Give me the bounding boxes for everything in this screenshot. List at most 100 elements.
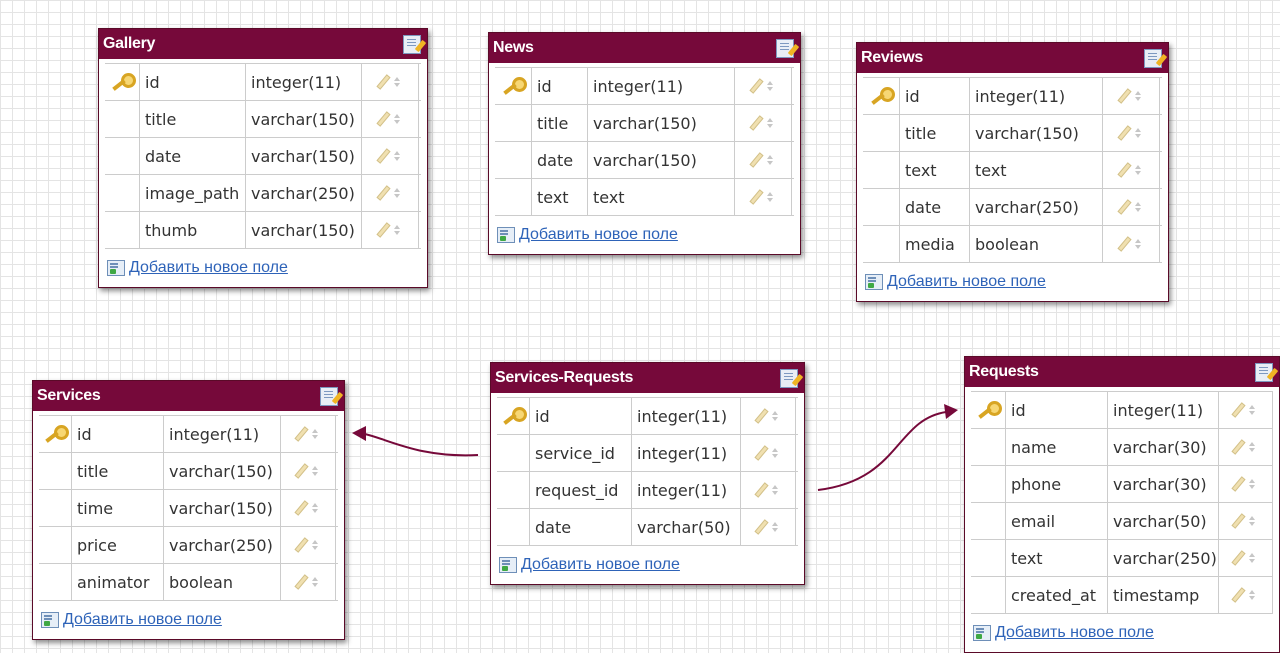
move-field-icon[interactable] [1249, 553, 1255, 563]
edit-field-icon[interactable] [293, 500, 309, 516]
field-row[interactable]: request_id integer(11) [497, 472, 798, 509]
move-field-icon[interactable] [394, 114, 400, 124]
field-row[interactable]: id integer(11) [497, 398, 798, 435]
table-services[interactable]: Services id integer(11) title varchar(15… [32, 380, 345, 640]
edit-field-icon[interactable] [1116, 236, 1132, 252]
move-field-icon[interactable] [1135, 239, 1141, 249]
table-header[interactable]: Services-Requests [491, 363, 804, 393]
field-row[interactable]: price varchar(250) [39, 527, 338, 564]
field-row[interactable]: id integer(11) [863, 78, 1162, 115]
field-row[interactable]: title varchar(150) [495, 105, 794, 142]
edit-table-icon[interactable] [403, 35, 421, 54]
move-field-icon[interactable] [312, 466, 318, 476]
edit-field-icon[interactable] [1116, 199, 1132, 215]
field-row[interactable]: thumb varchar(150) [105, 212, 421, 249]
field-row[interactable]: date varchar(150) [495, 142, 794, 179]
move-field-icon[interactable] [772, 522, 778, 532]
field-row[interactable]: text text [863, 152, 1162, 189]
add-field-icon[interactable] [499, 557, 517, 573]
edit-table-icon[interactable] [1144, 49, 1162, 68]
edit-field-icon[interactable] [375, 148, 391, 164]
edit-field-icon[interactable] [1231, 476, 1246, 492]
table-news[interactable]: News id integer(11) title varchar(150) d… [488, 32, 801, 255]
edit-field-icon[interactable] [375, 185, 391, 201]
edit-field-icon[interactable] [375, 222, 391, 238]
field-row[interactable]: title varchar(150) [105, 101, 421, 138]
table-header[interactable]: Reviews [857, 43, 1168, 73]
table-header[interactable]: News [489, 33, 800, 63]
field-row[interactable]: media boolean [863, 226, 1162, 263]
field-row[interactable]: id integer(11) [495, 68, 794, 105]
table-services-requests[interactable]: Services-Requests id integer(11) service… [490, 362, 805, 585]
add-field-link[interactable]: Добавить новое поле [521, 556, 680, 573]
move-field-icon[interactable] [1135, 165, 1141, 175]
move-field-icon[interactable] [1249, 442, 1255, 452]
move-field-icon[interactable] [312, 429, 318, 439]
field-row[interactable]: image_path varchar(250) [105, 175, 421, 212]
table-requests[interactable]: Requests id integer(11) name varchar(30)… [964, 356, 1280, 653]
field-row[interactable]: title varchar(150) [863, 115, 1162, 152]
add-field-link[interactable]: Добавить новое поле [129, 259, 288, 276]
field-row[interactable]: email varchar(50) [971, 503, 1273, 540]
table-reviews[interactable]: Reviews id integer(11) title varchar(150… [856, 42, 1169, 302]
table-gallery[interactable]: Gallery id integer(11) title varchar(150… [98, 28, 428, 288]
move-field-icon[interactable] [394, 77, 400, 87]
add-field-icon[interactable] [41, 612, 59, 628]
edit-field-icon[interactable] [1231, 513, 1246, 529]
move-field-icon[interactable] [1135, 202, 1141, 212]
move-field-icon[interactable] [394, 225, 400, 235]
move-field-icon[interactable] [767, 118, 773, 128]
move-field-icon[interactable] [312, 540, 318, 550]
edit-field-icon[interactable] [753, 519, 769, 535]
add-field-link[interactable]: Добавить новое поле [995, 624, 1154, 641]
field-row[interactable]: id integer(11) [105, 64, 421, 101]
edit-field-icon[interactable] [293, 537, 309, 553]
move-field-icon[interactable] [1249, 479, 1255, 489]
move-field-icon[interactable] [772, 448, 778, 458]
table-header[interactable]: Services [33, 381, 344, 411]
field-row[interactable]: time varchar(150) [39, 490, 338, 527]
edit-field-icon[interactable] [748, 152, 764, 168]
edit-field-icon[interactable] [375, 111, 391, 127]
edit-field-icon[interactable] [753, 482, 769, 498]
edit-field-icon[interactable] [748, 189, 764, 205]
table-header[interactable]: Gallery [99, 29, 427, 59]
move-field-icon[interactable] [1135, 91, 1141, 101]
edit-field-icon[interactable] [1231, 587, 1246, 603]
edit-field-icon[interactable] [293, 463, 309, 479]
edit-field-icon[interactable] [293, 426, 309, 442]
edit-table-icon[interactable] [320, 387, 338, 406]
add-field-icon[interactable] [107, 260, 125, 276]
add-field-icon[interactable] [865, 274, 883, 290]
field-row[interactable]: date varchar(250) [863, 189, 1162, 226]
move-field-icon[interactable] [394, 151, 400, 161]
field-row[interactable]: id integer(11) [39, 416, 338, 453]
add-field-link[interactable]: Добавить новое поле [63, 611, 222, 628]
edit-table-icon[interactable] [780, 369, 798, 388]
edit-field-icon[interactable] [1231, 402, 1246, 418]
move-field-icon[interactable] [767, 192, 773, 202]
field-row[interactable]: phone varchar(30) [971, 466, 1273, 503]
move-field-icon[interactable] [767, 81, 773, 91]
edit-field-icon[interactable] [1231, 439, 1246, 455]
field-row[interactable]: id integer(11) [971, 392, 1273, 429]
add-field-link[interactable]: Добавить новое поле [519, 226, 678, 243]
move-field-icon[interactable] [312, 577, 318, 587]
edit-field-icon[interactable] [748, 115, 764, 131]
edit-field-icon[interactable] [753, 408, 769, 424]
field-row[interactable]: date varchar(50) [497, 509, 798, 546]
edit-field-icon[interactable] [1116, 88, 1132, 104]
edit-table-icon[interactable] [1255, 363, 1273, 382]
add-field-icon[interactable] [973, 625, 991, 641]
edit-field-icon[interactable] [1116, 125, 1132, 141]
field-row[interactable]: date varchar(150) [105, 138, 421, 175]
move-field-icon[interactable] [1249, 405, 1255, 415]
field-row[interactable]: service_id integer(11) [497, 435, 798, 472]
add-field-icon[interactable] [497, 227, 515, 243]
edit-field-icon[interactable] [753, 445, 769, 461]
edit-table-icon[interactable] [776, 39, 794, 58]
move-field-icon[interactable] [312, 503, 318, 513]
move-field-icon[interactable] [1249, 516, 1255, 526]
field-row[interactable]: title varchar(150) [39, 453, 338, 490]
field-row[interactable]: text text [495, 179, 794, 216]
